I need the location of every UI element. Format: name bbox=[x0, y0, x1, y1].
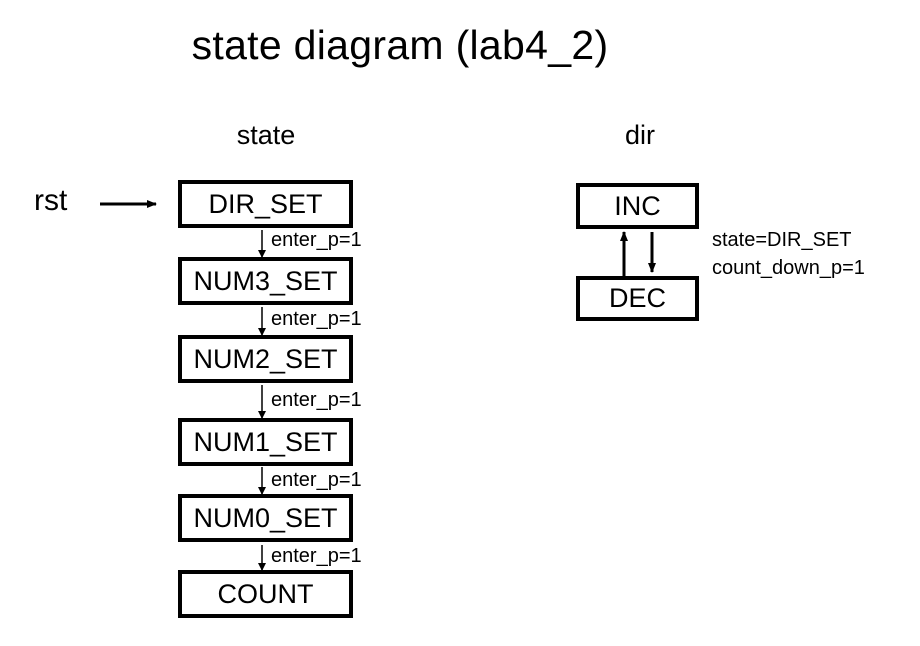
state-column-heading: state bbox=[236, 120, 296, 150]
dir-condition-line-1: state=DIR_SET bbox=[712, 229, 852, 251]
transition-label-4: enter_p=1 bbox=[271, 469, 362, 491]
state-box-num3-set: NUM3_SET bbox=[178, 257, 353, 305]
state-box-num2-set: NUM2_SET bbox=[178, 335, 353, 383]
diagram-title: state diagram (lab4_2) bbox=[191, 22, 609, 68]
dir-box-dec: DEC bbox=[576, 276, 699, 321]
transition-label-1: enter_p=1 bbox=[271, 229, 362, 251]
state-box-count: COUNT bbox=[178, 570, 353, 618]
dir-column-heading: dir bbox=[624, 120, 655, 150]
dir-box-inc: INC bbox=[576, 183, 699, 229]
state-box-num0-set: NUM0_SET bbox=[178, 494, 353, 542]
state-box-dir-set: DIR_SET bbox=[178, 180, 353, 228]
transition-label-3: enter_p=1 bbox=[271, 389, 362, 411]
reset-label: rst bbox=[34, 184, 68, 217]
transition-label-5: enter_p=1 bbox=[271, 545, 362, 567]
transition-label-2: enter_p=1 bbox=[271, 308, 362, 330]
dir-condition-line-2: count_down_p=1 bbox=[712, 257, 865, 279]
state-box-num1-set: NUM1_SET bbox=[178, 418, 353, 466]
